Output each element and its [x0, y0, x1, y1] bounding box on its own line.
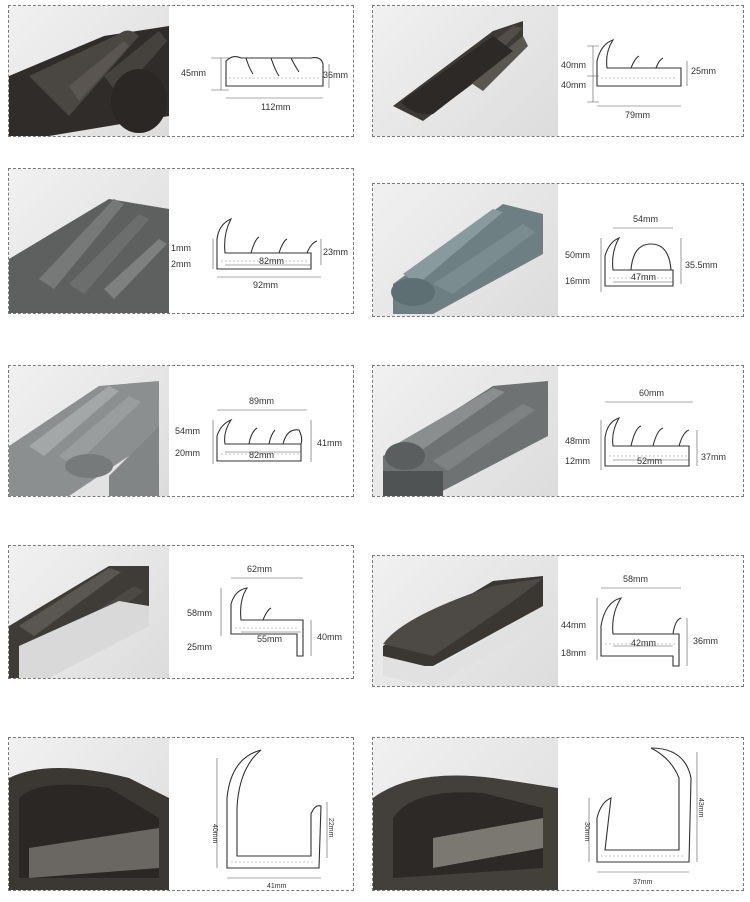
dim-label: 36mm: [323, 70, 348, 80]
cross-section-drawing-7: 62mm 58mm 25mm 55mm 40mm: [171, 546, 353, 678]
product-photo-7: [9, 546, 169, 678]
cross-section-drawing-10: 30mm 43mm 37mm: [561, 738, 743, 890]
dim-label: 41mm: [317, 438, 342, 448]
seal-card-5: 89mm 54mm 20mm 82mm 41mm: [8, 365, 354, 497]
dim-label: 43mm: [697, 798, 704, 818]
dim-label: 52mm: [637, 456, 662, 466]
seal-card-7: 62mm 58mm 25mm 55mm 40mm: [8, 545, 354, 679]
dim-label: 18mm: [561, 648, 586, 658]
dim-label: 79mm: [625, 110, 650, 120]
dim-label: 16mm: [565, 276, 590, 286]
product-photo-6: [373, 366, 558, 496]
product-photo-2: [373, 6, 558, 136]
product-photo-10: [373, 738, 558, 890]
dim-label: 1mm: [171, 243, 191, 253]
dim-label: 36mm: [693, 636, 718, 646]
dim-label: 89mm: [249, 396, 274, 406]
dim-label: 12mm: [565, 456, 590, 466]
dim-label: 62mm: [247, 564, 272, 574]
dim-label: 40mm: [561, 60, 586, 70]
dim-label: 55mm: [257, 634, 282, 644]
dim-label: 60mm: [639, 388, 664, 398]
dim-label: 23mm: [323, 247, 348, 257]
dim-label: 82mm: [259, 256, 284, 266]
cross-section-drawing-3: 1mm 2mm 82mm 92mm 23mm: [171, 169, 353, 313]
product-photo-8: [373, 556, 558, 686]
seal-card-10: 30mm 43mm 37mm: [372, 737, 744, 891]
cross-section-drawing-6: 60mm 48mm 12mm 52mm 37mm: [561, 366, 743, 496]
seal-card-1: 45mm 112mm 36mm: [8, 5, 354, 137]
product-photo-4: [373, 184, 558, 316]
dim-label: 58mm: [187, 608, 212, 618]
dim-label: 37mm: [633, 879, 653, 886]
dim-label: 40mm: [211, 824, 218, 844]
dim-label: 44mm: [561, 620, 586, 630]
seal-card-4: 54mm 50mm 16mm 47mm 35.5mm: [372, 183, 744, 317]
product-photo-3: [9, 169, 169, 313]
product-photo-1: [9, 6, 169, 136]
seal-card-8: 58mm 44mm 18mm 42mm 36mm: [372, 555, 744, 687]
dim-label: 37mm: [701, 452, 726, 462]
dim-label: 47mm: [631, 272, 656, 282]
cross-section-drawing-5: 89mm 54mm 20mm 82mm 41mm: [171, 366, 353, 496]
product-photo-9: [9, 738, 169, 890]
dim-label: 40mm: [317, 632, 342, 642]
seal-card-9: 40mm 22mm 41mm: [8, 737, 354, 891]
seal-card-6: 60mm 48mm 12mm 52mm 37mm: [372, 365, 744, 497]
dim-label: 25mm: [187, 642, 212, 652]
cross-section-drawing-9: 40mm 22mm 41mm: [171, 738, 353, 890]
product-photo-5: [9, 366, 169, 496]
dim-label: 58mm: [623, 574, 648, 584]
seal-card-3: 1mm 2mm 82mm 92mm 23mm: [8, 168, 354, 314]
cross-section-drawing-8: 58mm 44mm 18mm 42mm 36mm: [561, 556, 743, 686]
dim-label: 41mm: [267, 883, 287, 890]
cross-section-drawing-4: 54mm 50mm 16mm 47mm 35.5mm: [561, 184, 743, 316]
dim-label: 25mm: [691, 66, 716, 76]
dim-label: 54mm: [175, 426, 200, 436]
seal-card-2: 40mm 40mm 79mm 25mm: [372, 5, 744, 137]
dim-label: 42mm: [631, 638, 656, 648]
cross-section-drawing-1: 45mm 112mm 36mm: [171, 6, 353, 136]
dim-label: 20mm: [175, 448, 200, 458]
dim-label: 2mm: [171, 259, 191, 269]
cross-section-drawing-2: 40mm 40mm 79mm 25mm: [561, 6, 743, 136]
dim-label: 82mm: [249, 450, 274, 460]
dim-label: 112mm: [261, 102, 290, 112]
dim-label: 54mm: [633, 214, 658, 224]
dim-label: 40mm: [561, 80, 586, 90]
dim-label: 92mm: [253, 280, 278, 290]
dim-label: 50mm: [565, 250, 590, 260]
dim-label: 22mm: [327, 818, 334, 838]
dim-label: 45mm: [181, 68, 206, 78]
dim-label: 48mm: [565, 436, 590, 446]
dim-label: 35.5mm: [685, 260, 718, 270]
dim-label: 30mm: [583, 822, 590, 842]
